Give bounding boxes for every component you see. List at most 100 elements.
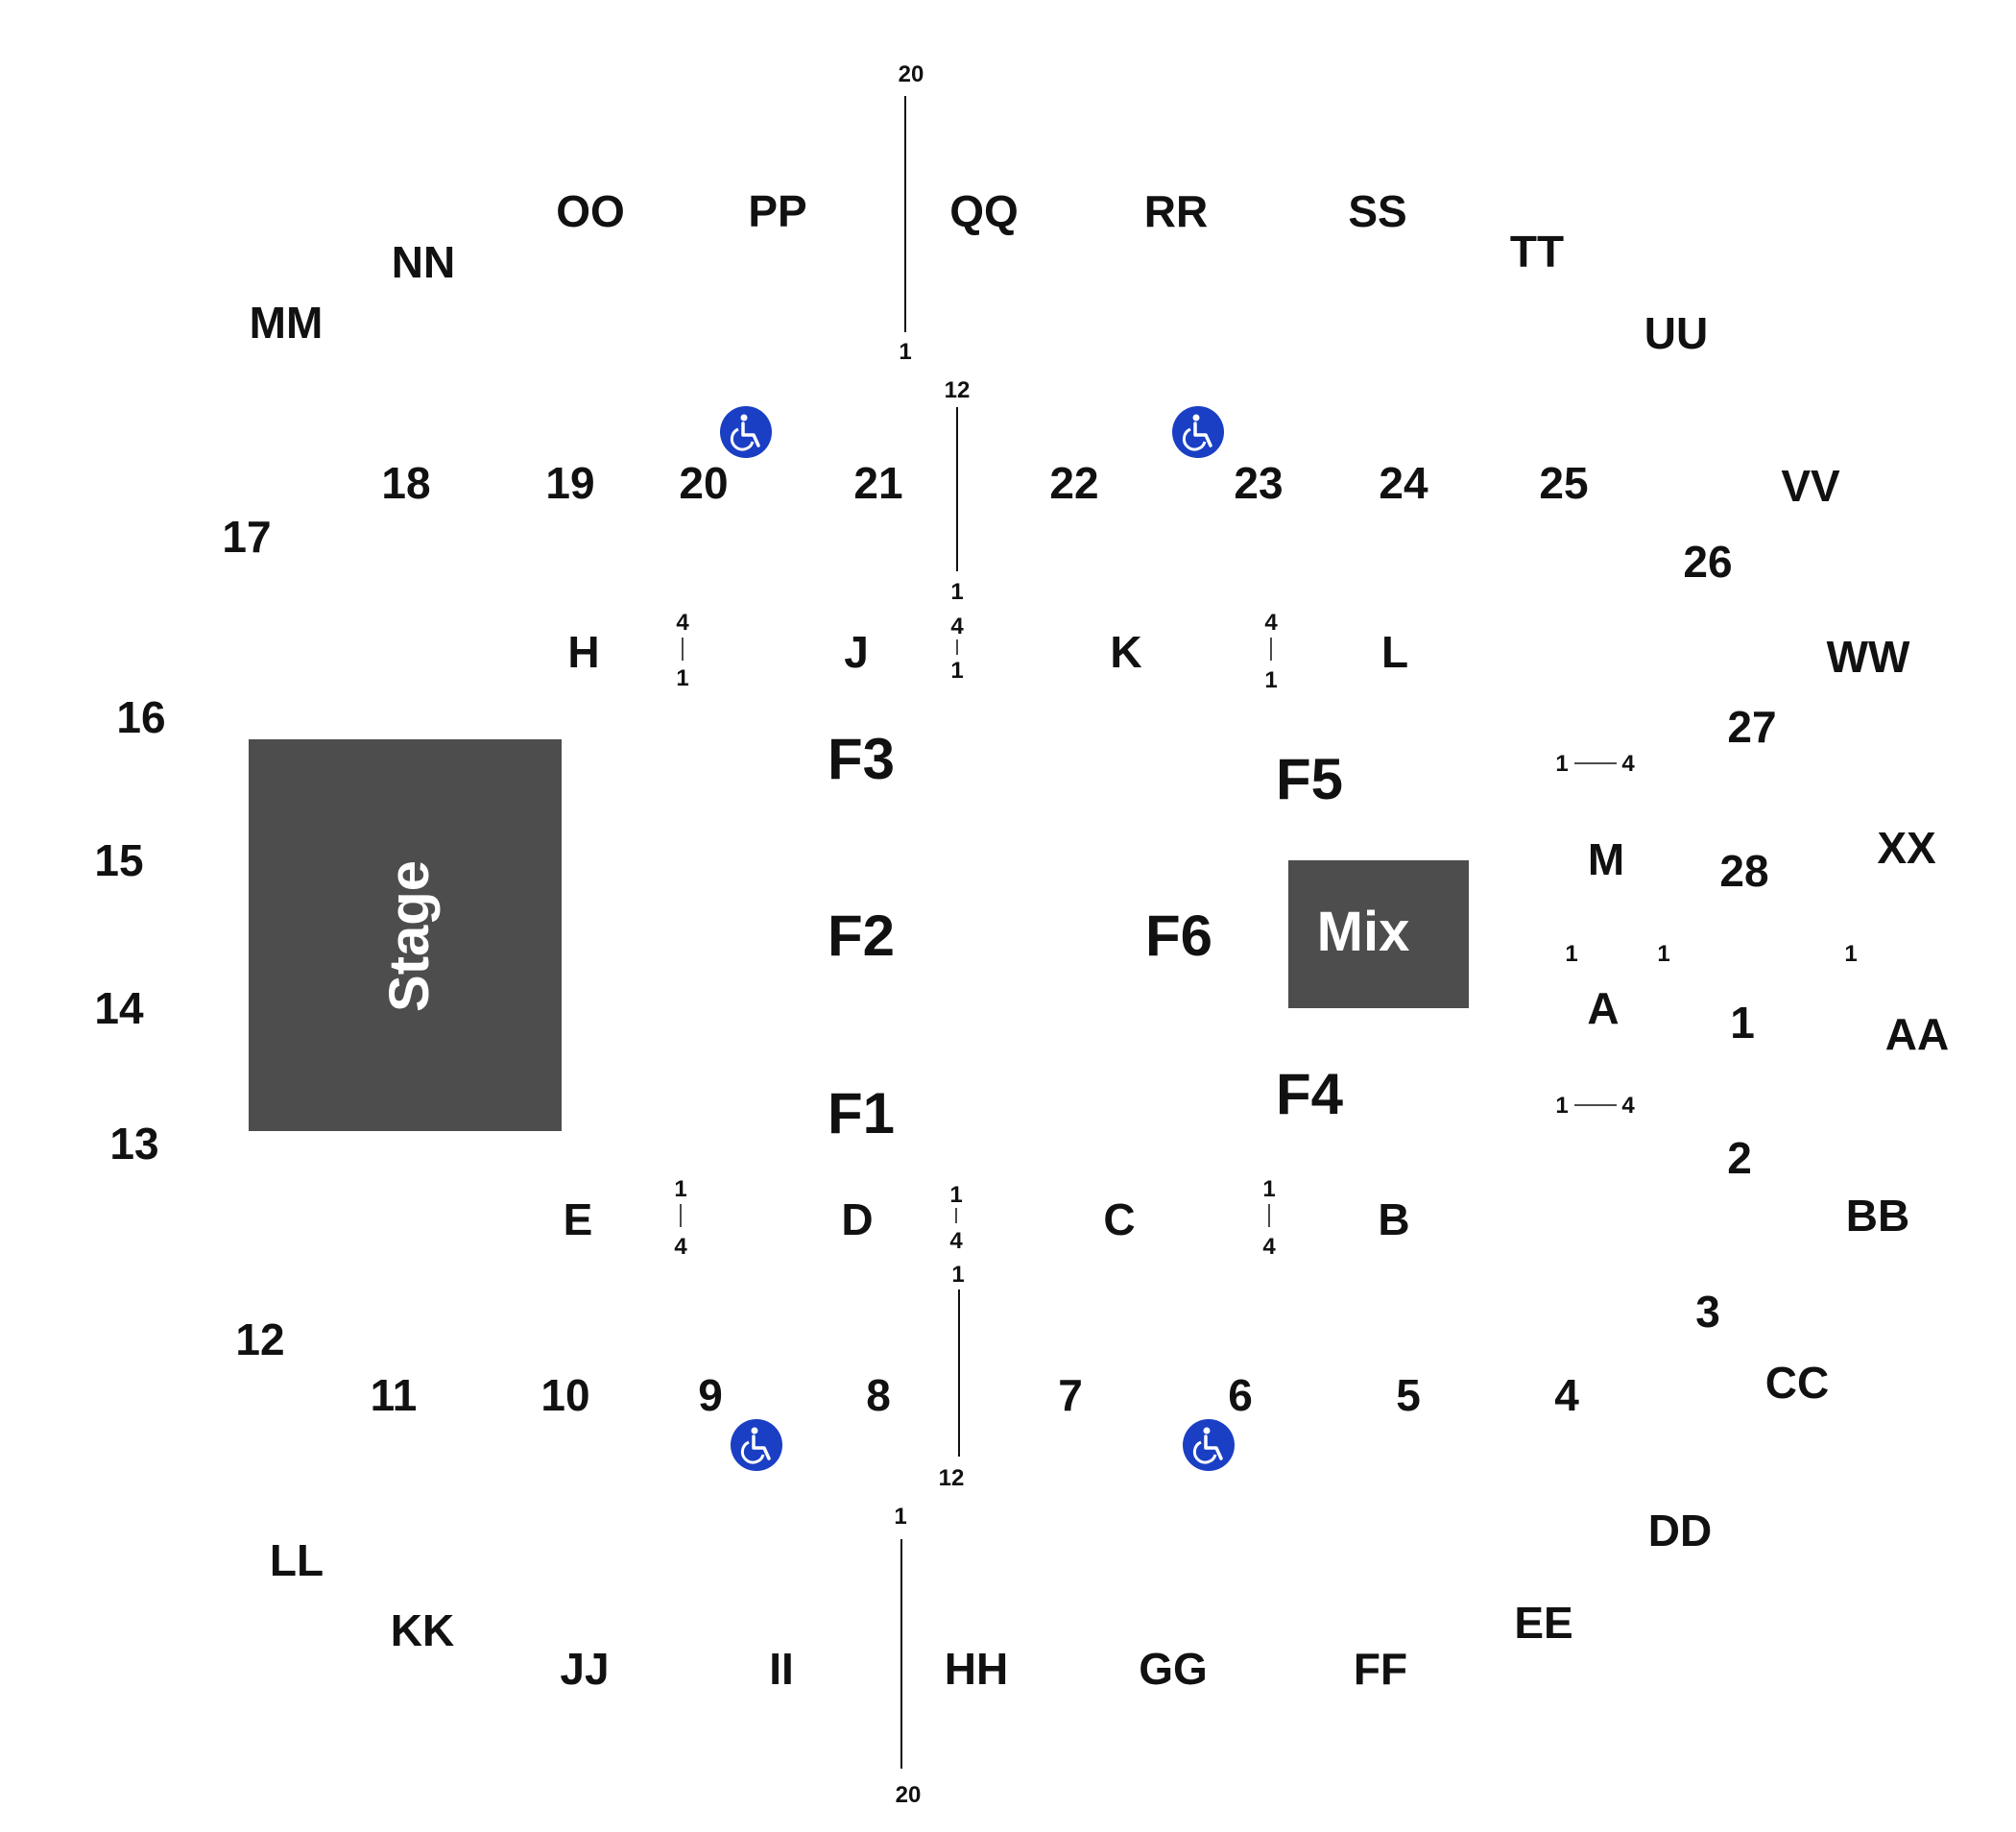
section-k[interactable]: K — [1110, 627, 1141, 677]
section-hh[interactable]: HH — [945, 1644, 1008, 1694]
section-7[interactable]: 7 — [1058, 1370, 1083, 1420]
section-23[interactable]: 23 — [1234, 458, 1283, 508]
section-28[interactable]: 28 — [1719, 846, 1768, 896]
section-26[interactable]: 26 — [1683, 537, 1732, 587]
row-marker: 12 — [939, 1465, 965, 1491]
section-f4[interactable]: F4 — [1276, 1062, 1344, 1126]
section-j[interactable]: J — [844, 627, 869, 677]
section-oo[interactable]: OO — [556, 186, 625, 236]
section-3[interactable]: 3 — [1695, 1287, 1720, 1337]
section-21[interactable]: 21 — [853, 458, 902, 508]
section-aa[interactable]: AA — [1885, 1009, 1949, 1059]
section-6[interactable]: 6 — [1228, 1370, 1253, 1420]
section-12[interactable]: 12 — [235, 1314, 284, 1364]
section-25[interactable]: 25 — [1539, 458, 1588, 508]
section-jj[interactable]: JJ — [560, 1644, 609, 1694]
section-h[interactable]: H — [567, 627, 599, 677]
stage-label: Stage — [378, 860, 441, 1012]
aisle-upper: 20 1 — [899, 61, 924, 365]
section-24[interactable]: 24 — [1379, 458, 1428, 508]
section-f3[interactable]: F3 — [828, 727, 895, 791]
wheelchair-icon[interactable] — [731, 1419, 782, 1471]
section-gg[interactable]: GG — [1139, 1644, 1208, 1694]
section-4[interactable]: 4 — [1554, 1370, 1579, 1420]
section-15[interactable]: 15 — [94, 835, 143, 885]
section-bb[interactable]: BB — [1846, 1191, 1909, 1241]
section-5[interactable]: 5 — [1396, 1370, 1421, 1420]
section-uu[interactable]: UU — [1644, 308, 1708, 358]
row-marker: 4 — [1621, 751, 1635, 777]
section-1[interactable]: 1 — [1730, 998, 1755, 1048]
row-marker: 4 — [949, 1228, 963, 1254]
section-ww[interactable]: WW — [1827, 632, 1910, 682]
row-marker: 1 — [1555, 1093, 1568, 1119]
section-ff[interactable]: FF — [1354, 1644, 1407, 1694]
section-pp[interactable]: PP — [748, 186, 806, 236]
section-cc[interactable]: CC — [1765, 1358, 1829, 1408]
section-qq[interactable]: QQ — [949, 186, 1019, 236]
row-marker: 1 — [1264, 667, 1277, 693]
section-rr[interactable]: RR — [1144, 186, 1208, 236]
mix-position[interactable]: Mix — [1288, 860, 1469, 1008]
row-marker: 1 — [899, 339, 911, 365]
section-tt[interactable]: TT — [1510, 227, 1564, 277]
section-b[interactable]: B — [1378, 1194, 1409, 1244]
section-vv[interactable]: VV — [1781, 461, 1840, 511]
section-l[interactable]: L — [1381, 627, 1408, 677]
section-19[interactable]: 19 — [545, 458, 594, 508]
section-e[interactable]: E — [564, 1194, 593, 1244]
section-m[interactable]: M — [1588, 834, 1624, 884]
wheelchair-icon[interactable] — [1183, 1419, 1235, 1471]
section-ee[interactable]: EE — [1514, 1598, 1572, 1648]
section-13[interactable]: 13 — [109, 1119, 158, 1169]
section-kk[interactable]: KK — [391, 1605, 454, 1655]
row-marker: 1 — [951, 1262, 964, 1288]
section-d[interactable]: D — [841, 1194, 873, 1244]
section-ii[interactable]: II — [769, 1644, 794, 1694]
row-marker: 4 — [950, 614, 964, 639]
section-20[interactable]: 20 — [679, 458, 728, 508]
row-marker: 4 — [1264, 610, 1278, 636]
wheelchair-icon-head — [1203, 1427, 1211, 1434]
section-10[interactable]: 10 — [540, 1370, 589, 1420]
stage-block[interactable] — [249, 739, 562, 1131]
section-nn[interactable]: NN — [392, 237, 455, 287]
row-marker: 1 — [894, 1504, 906, 1530]
section-c[interactable]: C — [1103, 1194, 1135, 1244]
section-ll[interactable]: LL — [270, 1535, 324, 1585]
section-f1[interactable]: F1 — [828, 1081, 895, 1145]
row-marker: 4 — [674, 1234, 687, 1260]
section-f2[interactable]: F2 — [828, 904, 895, 968]
aisle-lower-mid: 1 12 — [939, 1262, 965, 1491]
stage[interactable]: Stage — [249, 739, 562, 1131]
section-f5[interactable]: F5 — [1276, 747, 1343, 811]
inner-row-markers: 4 1 4 1 4 1 1 4 1 4 1 4 1 4 1 4 1 1 1 — [674, 610, 1857, 1260]
wheelchair-icon-wheel — [1192, 1440, 1217, 1464]
section-16[interactable]: 16 — [116, 692, 165, 742]
row-marker: 1 — [674, 1176, 686, 1202]
row-marker: 20 — [896, 1782, 922, 1808]
wheelchair-icon[interactable] — [1172, 406, 1224, 458]
section-xx[interactable]: XX — [1877, 823, 1936, 873]
section-9[interactable]: 9 — [698, 1370, 723, 1420]
section-17[interactable]: 17 — [222, 512, 271, 562]
section-11[interactable]: 11 — [371, 1370, 418, 1420]
aisle-lower: 1 20 — [894, 1504, 921, 1808]
mix-block[interactable] — [1288, 860, 1469, 1008]
wheelchair-icon[interactable] — [720, 406, 772, 458]
section-a[interactable]: A — [1587, 983, 1619, 1033]
wheelchair-icon-head — [740, 414, 748, 422]
section-ss[interactable]: SS — [1348, 186, 1406, 236]
section-18[interactable]: 18 — [381, 458, 430, 508]
section-dd[interactable]: DD — [1648, 1506, 1712, 1555]
section-22[interactable]: 22 — [1049, 458, 1098, 508]
aisle-upper-mid: 12 1 — [945, 377, 971, 605]
section-14[interactable]: 14 — [94, 983, 144, 1033]
section-mm[interactable]: MM — [250, 298, 324, 348]
section-f6[interactable]: F6 — [1145, 904, 1212, 968]
section-27[interactable]: 27 — [1727, 702, 1776, 752]
section-2[interactable]: 2 — [1727, 1133, 1752, 1183]
section-8[interactable]: 8 — [866, 1370, 891, 1420]
